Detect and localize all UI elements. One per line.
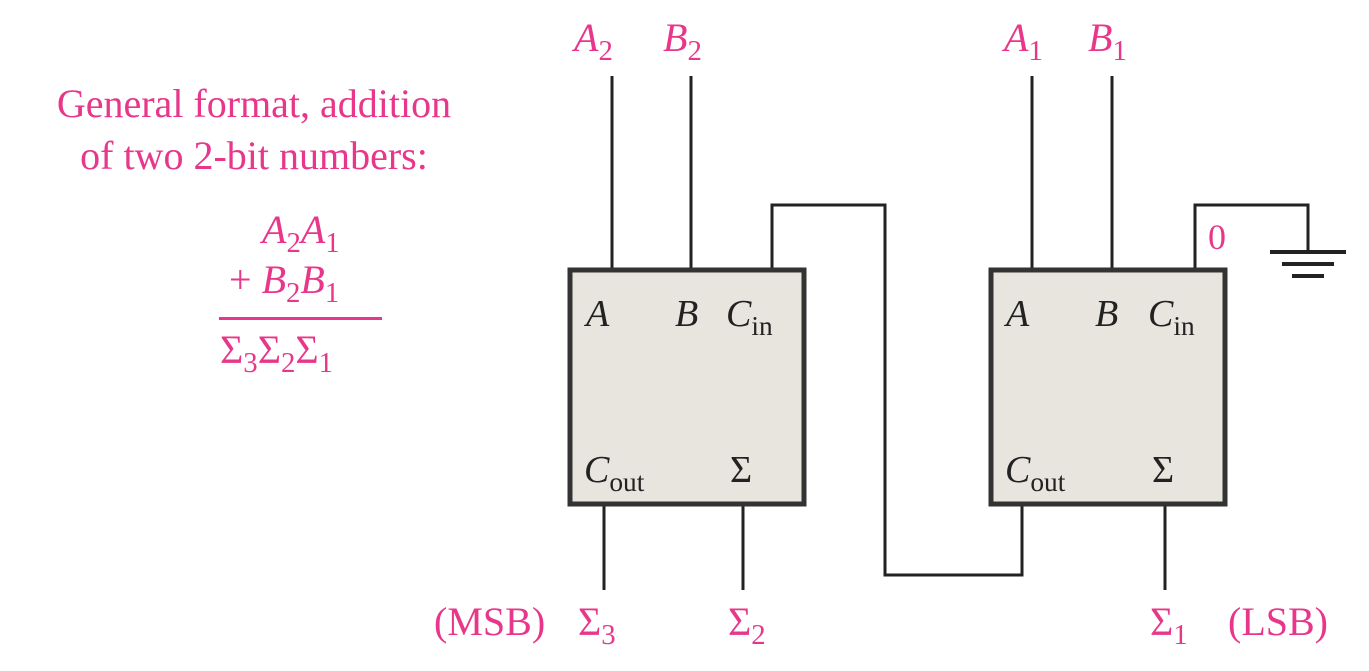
sum-row: Σ3Σ2Σ1 [220,327,334,380]
msb-a-pin: A [586,293,610,335]
lsb-cin-pin: Cin [1148,293,1195,341]
format-note: General format, addition of two 2-bit nu… [18,78,490,182]
input-a2-label: A2 [574,15,613,68]
msb-b-pin: B [675,293,699,335]
lsb-tag: (LSB) [1228,599,1328,644]
output-s2-label: Σ2 [728,599,766,652]
msb-sum-pin: Σ [730,449,753,491]
lsb-b-pin: B [1095,293,1119,335]
addend-row-b: + B2B1 [229,257,340,310]
note-line-2: of two 2-bit numbers: [80,133,428,178]
lsb-cout-pin: Cout [1005,449,1066,497]
lsb-sum-pin: Σ [1152,449,1175,491]
input-b2-label: B2 [663,15,702,68]
adder-block-msb [567,267,807,507]
lsb-a-pin: A [1006,293,1030,335]
addend-row-a: A2A1 [262,207,340,260]
ground-value-label: 0 [1208,217,1226,257]
output-s3-label: Σ3 [578,599,616,652]
wire-cin-ground [1193,203,1310,270]
note-line-1: General format, addition [56,81,452,126]
msb-cin-pin: Cin [726,293,773,341]
input-b1-label: B1 [1088,15,1127,68]
sum-rule [219,317,382,320]
input-a1-label: A1 [1004,15,1043,68]
msb-cout-pin: Cout [584,449,645,497]
output-s1-label: Σ1 [1150,599,1188,652]
adder-block-lsb [988,267,1228,507]
msb-tag: (MSB) [434,599,546,644]
wire-carry [770,203,1024,577]
ground-icon [1270,250,1346,278]
